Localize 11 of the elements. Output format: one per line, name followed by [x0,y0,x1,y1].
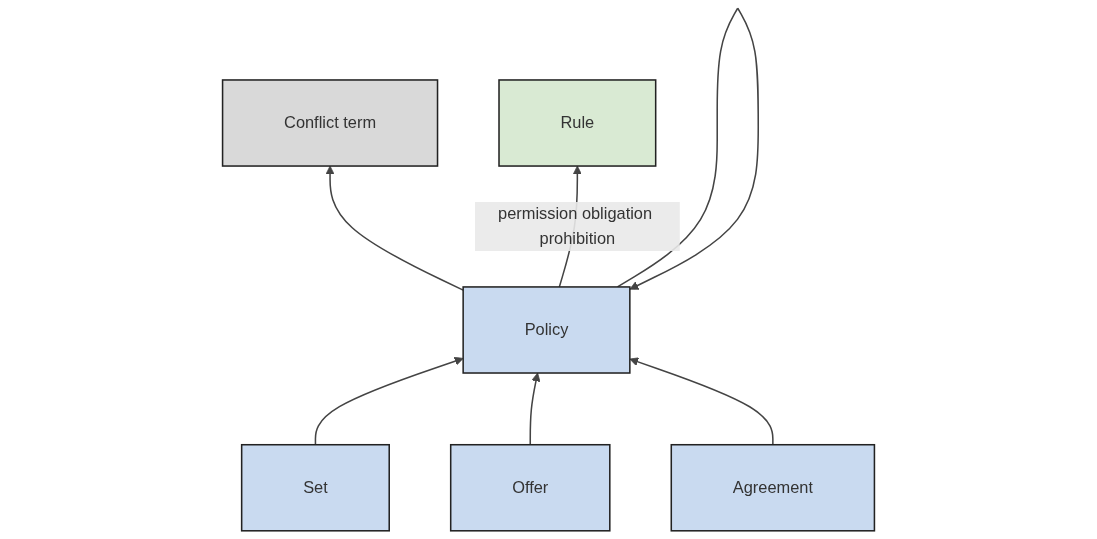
node-box: Agreement [670,443,876,532]
node-box: Rule [498,79,657,167]
node-box: Conflict term [221,79,439,167]
node-box: Set [240,443,390,532]
node-box: Offer [449,443,611,532]
arrow [529,372,541,446]
arrow [325,165,464,291]
arrow [629,357,774,446]
arrow [314,356,464,446]
node-box: Policy [462,286,631,374]
edge-label: permission obligation prohibition [498,204,653,247]
